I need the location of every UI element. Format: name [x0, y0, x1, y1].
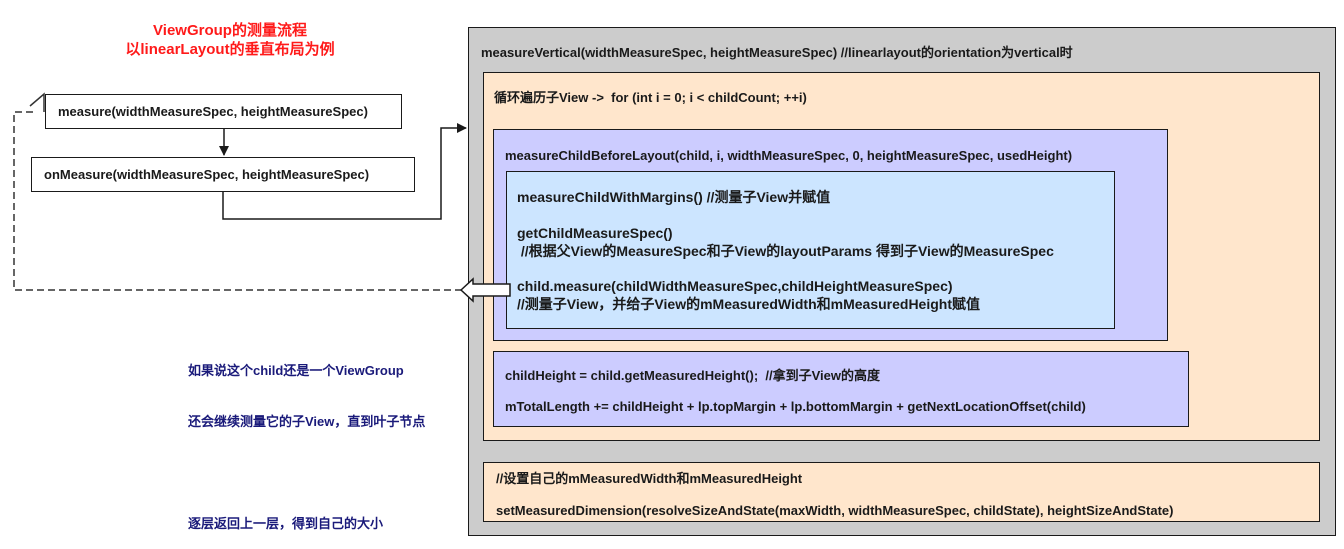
measure-box: measure(widthMeasureSpec, heightMeasureS…: [45, 94, 402, 129]
recursion-note: 如果说这个child还是一个ViewGroup 还会继续测量它的子View，直到…: [188, 328, 425, 549]
recursion-dashed-arrowhead: [29, 92, 45, 112]
with-margins-line3: //根据父View的MeasureSpec和子View的layoutParams…: [517, 243, 1054, 259]
with-margins-line2: getChildMeasureSpec(): [517, 225, 673, 241]
child-height-box: childHeight = child.getMeasuredHeight();…: [493, 351, 1189, 427]
child-measure-hollow-arrow: [459, 277, 511, 303]
recursion-note-line2: 还会继续测量它的子View，直到叶子节点: [188, 414, 426, 429]
measure-child-before-layout-header: measureChildBeforeLayout(child, i, width…: [505, 148, 1073, 163]
measure-box-label: measure(widthMeasureSpec, heightMeasureS…: [58, 104, 368, 119]
child-height-line1: childHeight = child.getMeasuredHeight();…: [505, 368, 880, 383]
recursion-dashed-line: [13, 111, 462, 291]
recursion-note-line3: 逐层返回上一层，得到自己的大小: [188, 516, 384, 531]
measure-vertical-header: measureVertical(widthMeasureSpec, height…: [481, 45, 1073, 60]
loop-header: 循环遍历子View -> for (int i = 0; i < childCo…: [494, 90, 807, 105]
diagram-title-line1: ViewGroup的测量流程: [153, 22, 307, 39]
on-measure-box: onMeasure(widthMeasureSpec, heightMeasur…: [31, 157, 415, 192]
with-margins-line4: child.measure(childWidthMeasureSpec,chil…: [517, 278, 953, 294]
set-dimension-line1: //设置自己的mMeasuredWidth和mMeasuredHeight: [496, 471, 803, 486]
on-measure-box-label: onMeasure(widthMeasureSpec, heightMeasur…: [44, 167, 370, 182]
measure-child-with-margins-box: measureChildWithMargins() //测量子View并赋值 g…: [506, 171, 1115, 329]
diagram-title-line2: 以linearLayout的垂直布局为例: [125, 41, 335, 58]
diagram-title: ViewGroup的测量流程 以linearLayout的垂直布局为例: [95, 21, 365, 59]
onmeasure-to-measurevertical-arrow: [222, 123, 467, 220]
child-height-line2: mTotalLength += childHeight + lp.topMarg…: [505, 399, 1086, 414]
set-measured-dimension-box: //设置自己的mMeasuredWidth和mMeasuredHeight se…: [483, 462, 1320, 522]
recursion-note-line1: 如果说这个child还是一个ViewGroup: [188, 363, 404, 378]
with-margins-line1: measureChildWithMargins() //测量子View并赋值: [517, 189, 831, 205]
with-margins-line5: //测量子View，并给子View的mMeasuredWidth和mMeasur…: [517, 296, 980, 312]
set-dimension-line2: setMeasuredDimension(resolveSizeAndState…: [496, 503, 1174, 518]
